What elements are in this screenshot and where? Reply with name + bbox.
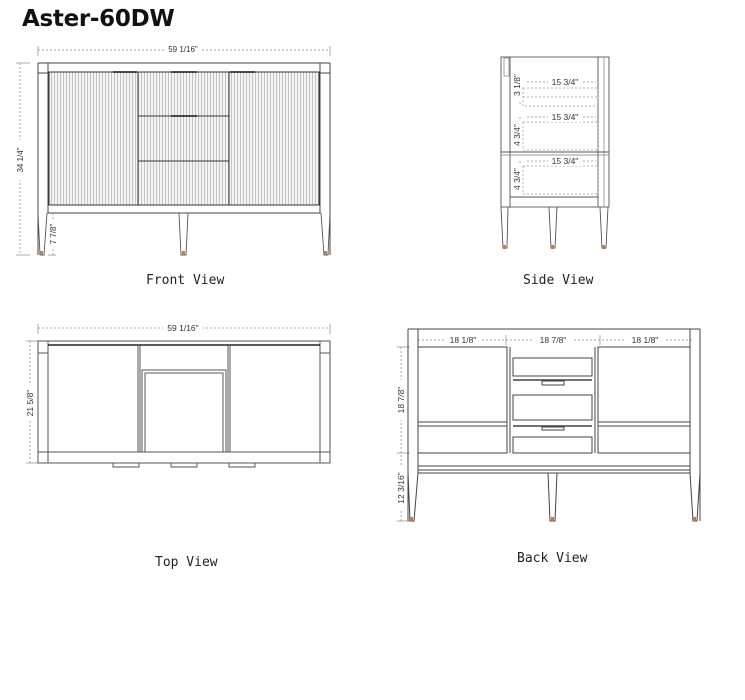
side-drawer3-depth: 15 3/4" — [552, 156, 579, 166]
back-view-drawing: 18 1/8" 18 7/8" 18 1/8" 18 7/8" 12 3/16" — [396, 328, 701, 522]
front-view-drawing: 59 1/16" 34 1/4" — [14, 43, 331, 256]
front-drawer-2 — [137, 115, 230, 162]
back-leg-height-label: 12 3/16" — [396, 472, 406, 503]
side-drawer1-depth: 15 3/4" — [552, 77, 579, 87]
front-view-label: Front View — [146, 273, 225, 288]
front-height-label: 34 1/4" — [16, 147, 25, 172]
front-drawer-3 — [137, 160, 230, 206]
top-depth-label: 21 5/8" — [25, 390, 35, 417]
side-view-drawing: 15 3/4" 15 3/4" 15 3/4" 3 1/8" 4 3/4" 4 … — [500, 56, 610, 249]
back-left-section-label: 18 1/8" — [450, 335, 477, 345]
back-view-label: Back View — [517, 551, 588, 566]
top-view-drawing: 59 1/16" 21 5/8" — [25, 322, 331, 468]
side-drawer1-height: 3 1/8" — [512, 74, 522, 96]
back-right-section-label: 18 1/8" — [632, 335, 659, 345]
front-leg-height-label: 7 7/8" — [49, 224, 58, 245]
product-title: Aster-60DW — [22, 6, 175, 32]
top-view-label: Top View — [155, 555, 218, 570]
side-view-label: Side View — [523, 273, 594, 288]
top-width-label: 59 1/16" — [167, 323, 198, 333]
front-left-door — [48, 71, 139, 206]
front-width-label: 59 1/16" — [168, 45, 198, 54]
side-drawer2-height: 4 3/4" — [512, 124, 522, 146]
back-center-section-label: 18 7/8" — [540, 335, 567, 345]
back-cabinet-height-label: 18 7/8" — [396, 387, 406, 414]
front-right-door — [228, 71, 320, 206]
side-drawer2-depth: 15 3/4" — [552, 112, 579, 122]
side-drawer3-height: 4 3/4" — [512, 168, 522, 190]
front-drawer-1 — [137, 71, 230, 117]
